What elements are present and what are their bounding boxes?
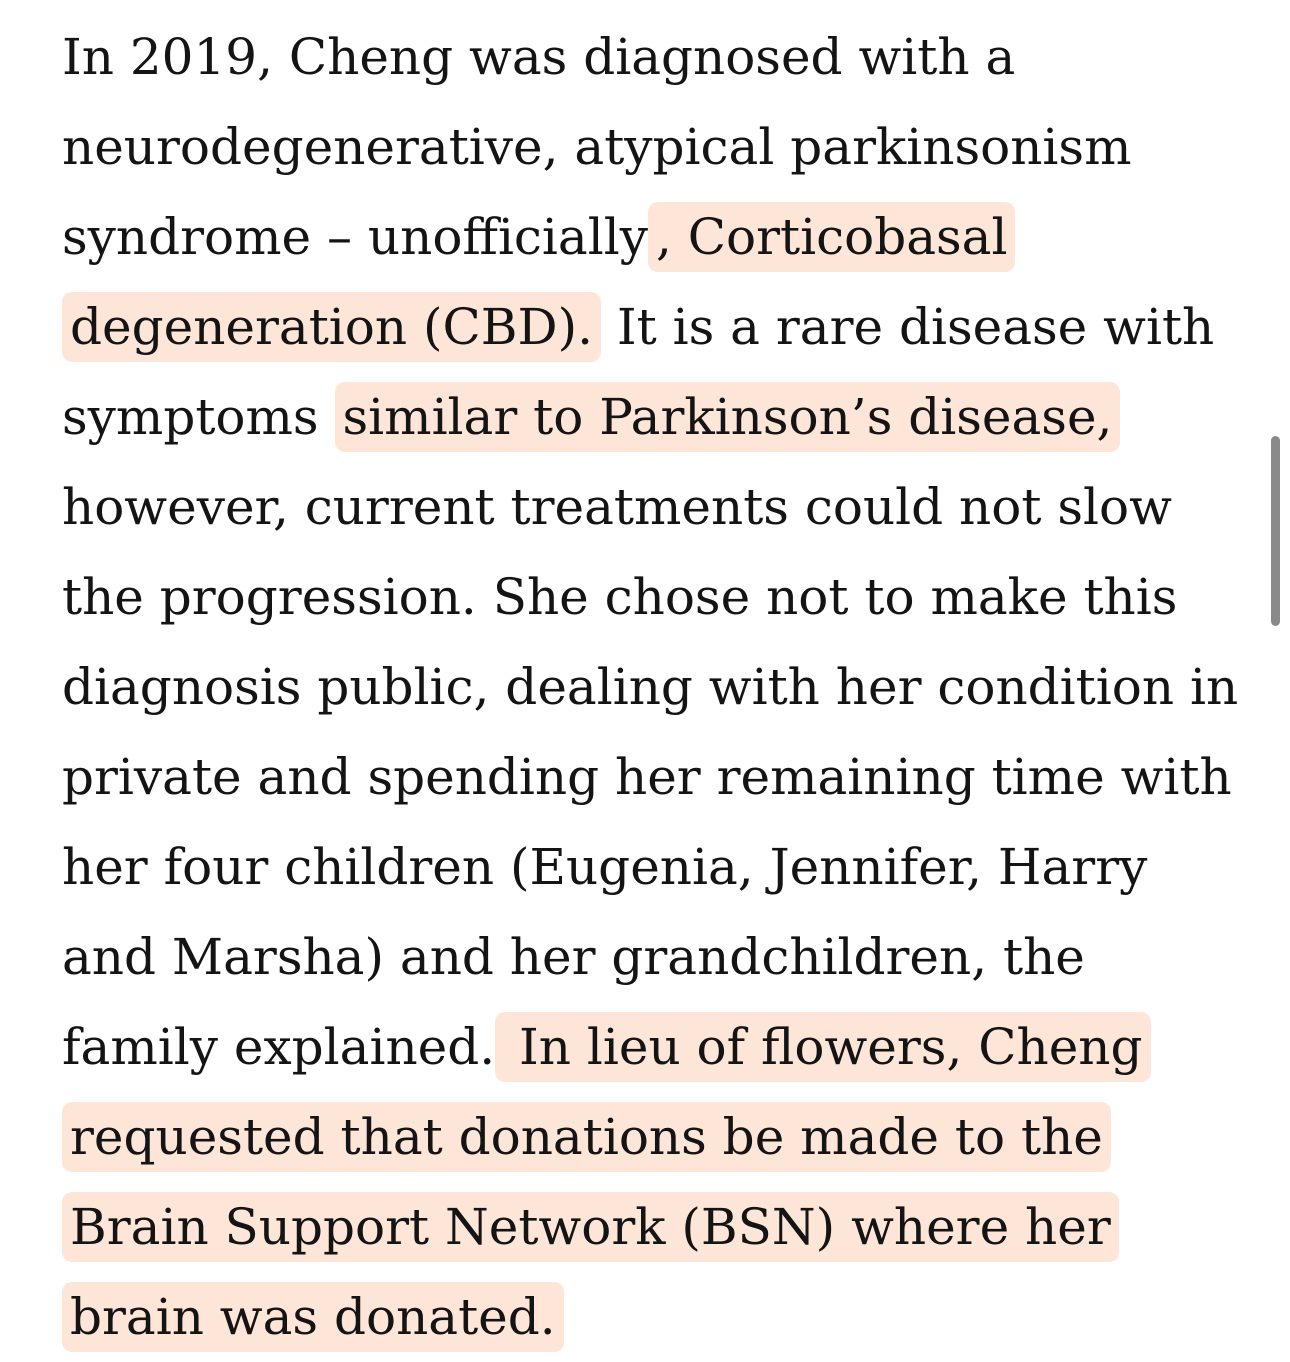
article-paragraph: In 2019, Cheng was diagnosed with a neur…: [62, 12, 1252, 1362]
scrollbar-thumb[interactable]: [1271, 436, 1280, 626]
text-segment: It is a rare disease with symptoms: [62, 298, 1215, 446]
text-segment: In 2019, Cheng was diagnosed with a neur…: [62, 28, 1132, 266]
text-segment: however, current treatments could not sl…: [62, 478, 1239, 1076]
article-body: In 2019, Cheng was diagnosed with a neur…: [62, 0, 1252, 1362]
highlighted-text-segment[interactable]: similar to Parkinson’s disease,: [334, 382, 1121, 452]
